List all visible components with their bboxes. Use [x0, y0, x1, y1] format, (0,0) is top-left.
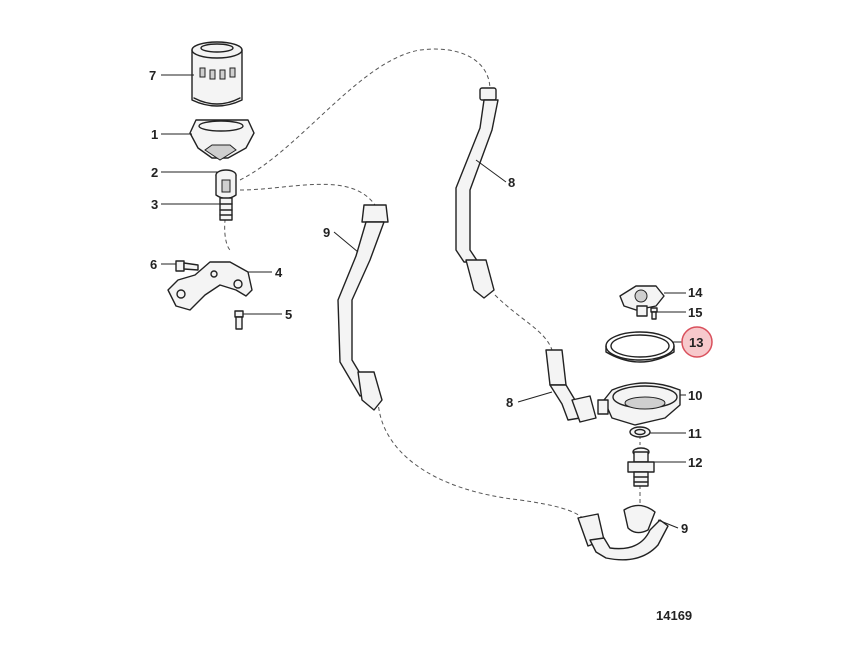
washer-part-11: [629, 426, 651, 438]
hose-left-part-9: [337, 204, 389, 411]
oil-filter-part-7: [191, 41, 243, 107]
gasket-part-13: [605, 331, 675, 363]
callout-5[interactable]: 5: [285, 307, 292, 322]
drawing-number: 14169: [656, 608, 692, 623]
callout-6[interactable]: 6: [150, 257, 157, 272]
hose-routing-guides: [224, 48, 641, 521]
bracket-part-4: [167, 261, 253, 311]
screw-part-5: [234, 310, 244, 330]
callout-12[interactable]: 12: [688, 455, 702, 470]
screw-part-15: [650, 307, 658, 320]
housing-part-10: [597, 382, 681, 426]
hose-lower-part-9: [577, 504, 669, 561]
hose-lower-part-8: [545, 349, 597, 423]
callout-15[interactable]: 15: [688, 305, 702, 320]
callout-3[interactable]: 3: [151, 197, 158, 212]
filter-adapter-part-1: [189, 119, 255, 161]
callout-8-upper[interactable]: 8: [508, 175, 515, 190]
callout-8-lower[interactable]: 8: [506, 395, 513, 410]
bolt-part-6: [175, 260, 199, 272]
callout-13[interactable]: 13: [689, 335, 703, 350]
callout-9-lower[interactable]: 9: [681, 521, 688, 536]
fitting-part-12: [627, 447, 655, 487]
fitting-part-2: [215, 169, 237, 200]
callout-1[interactable]: 1: [151, 127, 158, 142]
callout-labels: 7 1 2 3 6 4 5 8 9 14 15 13 10 8 11 12 9: [149, 68, 703, 536]
callout-9-left[interactable]: 9: [323, 225, 330, 240]
callout-2[interactable]: 2: [151, 165, 158, 180]
callout-7[interactable]: 7: [149, 68, 156, 83]
leader-lines: [161, 74, 686, 529]
cap-part-14: [619, 285, 665, 317]
hose-upper-part-8: [455, 87, 499, 299]
nipple-part-3: [219, 197, 233, 221]
callout-10[interactable]: 10: [688, 388, 702, 403]
highlight-circle-13: [681, 326, 713, 358]
callout-4[interactable]: 4: [275, 265, 283, 280]
callout-11[interactable]: 11: [688, 426, 702, 441]
callout-14[interactable]: 14: [688, 285, 703, 300]
